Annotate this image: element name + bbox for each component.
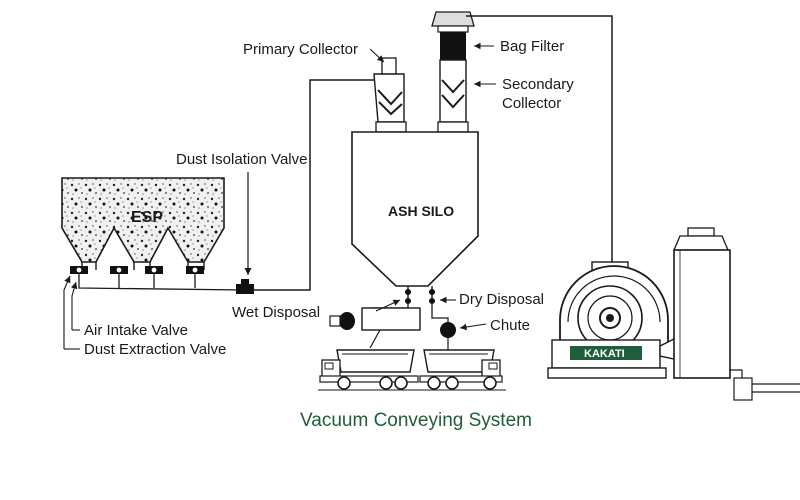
label-wet-disposal: Wet Disposal xyxy=(232,304,320,321)
esp-label: ESP xyxy=(131,209,163,226)
leader-dust-extraction-valve xyxy=(63,275,71,349)
bag-filter-element xyxy=(440,32,466,60)
label-chute: Chute xyxy=(490,317,530,334)
label-air-intake-valve: Air Intake Valve xyxy=(84,322,188,339)
label-primary-collector: Primary Collector xyxy=(243,41,358,58)
brand-badge xyxy=(570,346,642,360)
bag-filter-stack xyxy=(431,11,475,133)
label-secondary-collector-2: Collector xyxy=(502,95,561,112)
truck-wet xyxy=(319,349,419,390)
dry-disposal-chute xyxy=(431,304,456,350)
leader-primary-collector xyxy=(369,48,385,63)
vacuum-line xyxy=(482,15,613,268)
ash-silo: ASH SILO xyxy=(351,131,479,287)
wet-disposal-mixer xyxy=(329,304,421,349)
label-dry-disposal: Dry Disposal xyxy=(459,291,544,308)
leader-air-intake-valve xyxy=(71,281,78,330)
primary-collector xyxy=(373,57,407,133)
hopper-valve-2 xyxy=(110,266,128,274)
label-secondary-collector-1: Secondary xyxy=(502,76,574,93)
leader-chute xyxy=(459,323,487,331)
truck-dry xyxy=(419,349,503,390)
label-dust-extraction-valve: Dust Extraction Valve xyxy=(84,341,226,358)
ash-silo-label: ASH SILO xyxy=(388,203,454,219)
vacuum-blower: KAKATI xyxy=(547,261,689,379)
silencer xyxy=(673,227,800,401)
hopper-valve-3 xyxy=(145,266,163,274)
label-dust-isolation-valve: Dust Isolation Valve xyxy=(176,151,307,168)
silo-outlets xyxy=(405,286,435,304)
esp-unit: ESP xyxy=(61,177,246,291)
hopper-valve-4 xyxy=(186,266,204,274)
dust-isolation-valve xyxy=(236,279,254,294)
leader-wet-disposal xyxy=(375,299,401,312)
brand-label: KAKATI xyxy=(584,348,625,360)
caption: Vacuum Conveying System xyxy=(300,410,532,431)
label-bag-filter: Bag Filter xyxy=(500,38,564,55)
hopper-valve-1 xyxy=(70,266,88,274)
